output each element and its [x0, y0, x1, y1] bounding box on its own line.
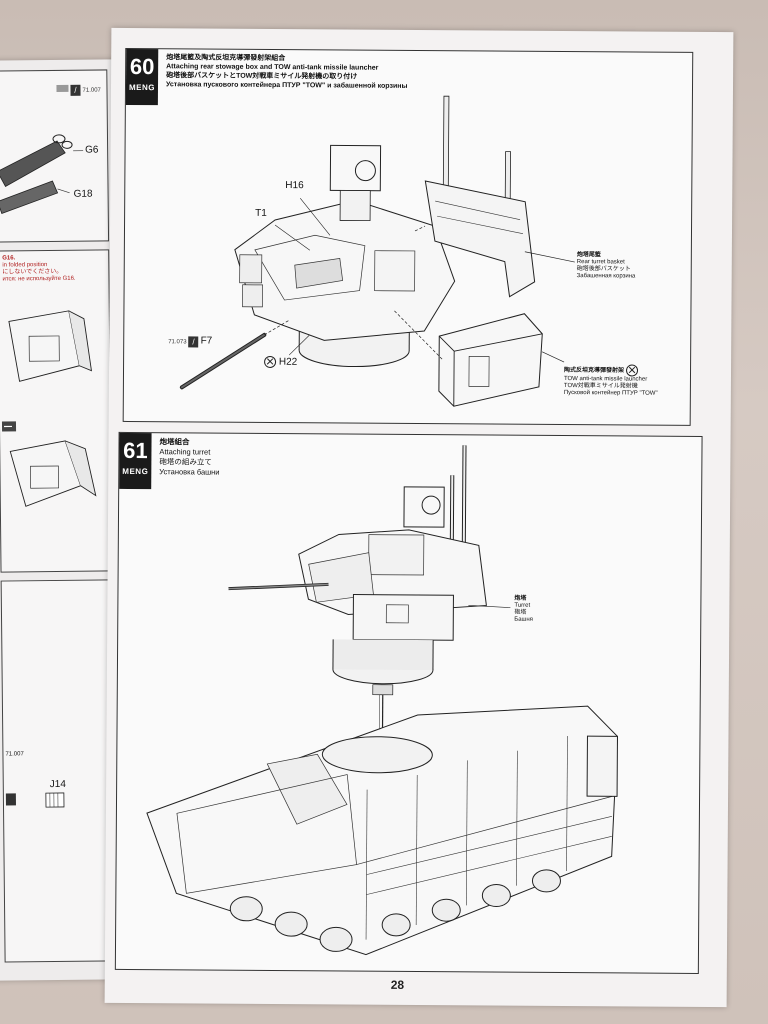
- left-top-drawing: [0, 134, 84, 215]
- callout-tow-launcher: 陶式反坦克導彈發射架 TOW anti-tank missile launche…: [564, 364, 658, 398]
- step-61-drawing: [146, 445, 618, 956]
- step-61-panel: 61 MENG 炮塔組合 Attaching turret 砲塔の組み立て Ус…: [114, 431, 703, 974]
- left-bottom-drawing: [5, 792, 65, 808]
- callout-line: Башня: [514, 616, 533, 623]
- step-60-drawing: [179, 95, 575, 407]
- no-glue-icon: [625, 364, 638, 377]
- label-f7: 71.073/F7: [168, 335, 213, 348]
- left-panel-middle: G16. in folded position にしないでください。 ится:…: [0, 249, 113, 573]
- left-middle-drawing: [1, 310, 97, 507]
- left-page: /71.007 G6 G18 G16. in folded position に…: [0, 59, 135, 981]
- label-h16: H16: [285, 180, 304, 192]
- callout-turret: 炮塔 Turret 砲塔 Башня: [514, 596, 533, 624]
- label-g6: G6: [85, 144, 99, 156]
- left-panel-top: /71.007 G6 G18: [0, 69, 110, 243]
- page-number: 28: [390, 977, 405, 992]
- label-t1: T1: [255, 207, 267, 219]
- callout-line: Пусковой контейнер ПТУР "TOW": [563, 390, 658, 397]
- no-glue-icon: [264, 355, 277, 368]
- callout-rear-basket: 炮塔尾籃 Rear turret basket 砲塔後部バスケット Забаше…: [577, 252, 636, 280]
- callout-line: Забашенная корзина: [576, 273, 636, 280]
- label-f7-code: F7: [200, 335, 213, 347]
- label-h22: H22: [264, 355, 298, 368]
- label-g18: G18: [73, 188, 93, 200]
- left-panel-bottom: 71.007 J14: [0, 579, 117, 963]
- step-60-panel: 60 MENG 炮塔尾籃及陶式反坦克導彈發射架組合 Attaching rear…: [122, 47, 694, 426]
- label-f7-tag: 71.073: [168, 339, 187, 346]
- callout-line-text: 陶式反坦克導彈發射架: [564, 367, 625, 375]
- callout-line: 陶式反坦克導彈發射架: [564, 364, 658, 377]
- right-page: 60 MENG 炮塔尾籃及陶式反坦克導彈發射架組合 Attaching rear…: [104, 27, 734, 1008]
- label-h22-code: H22: [278, 356, 298, 368]
